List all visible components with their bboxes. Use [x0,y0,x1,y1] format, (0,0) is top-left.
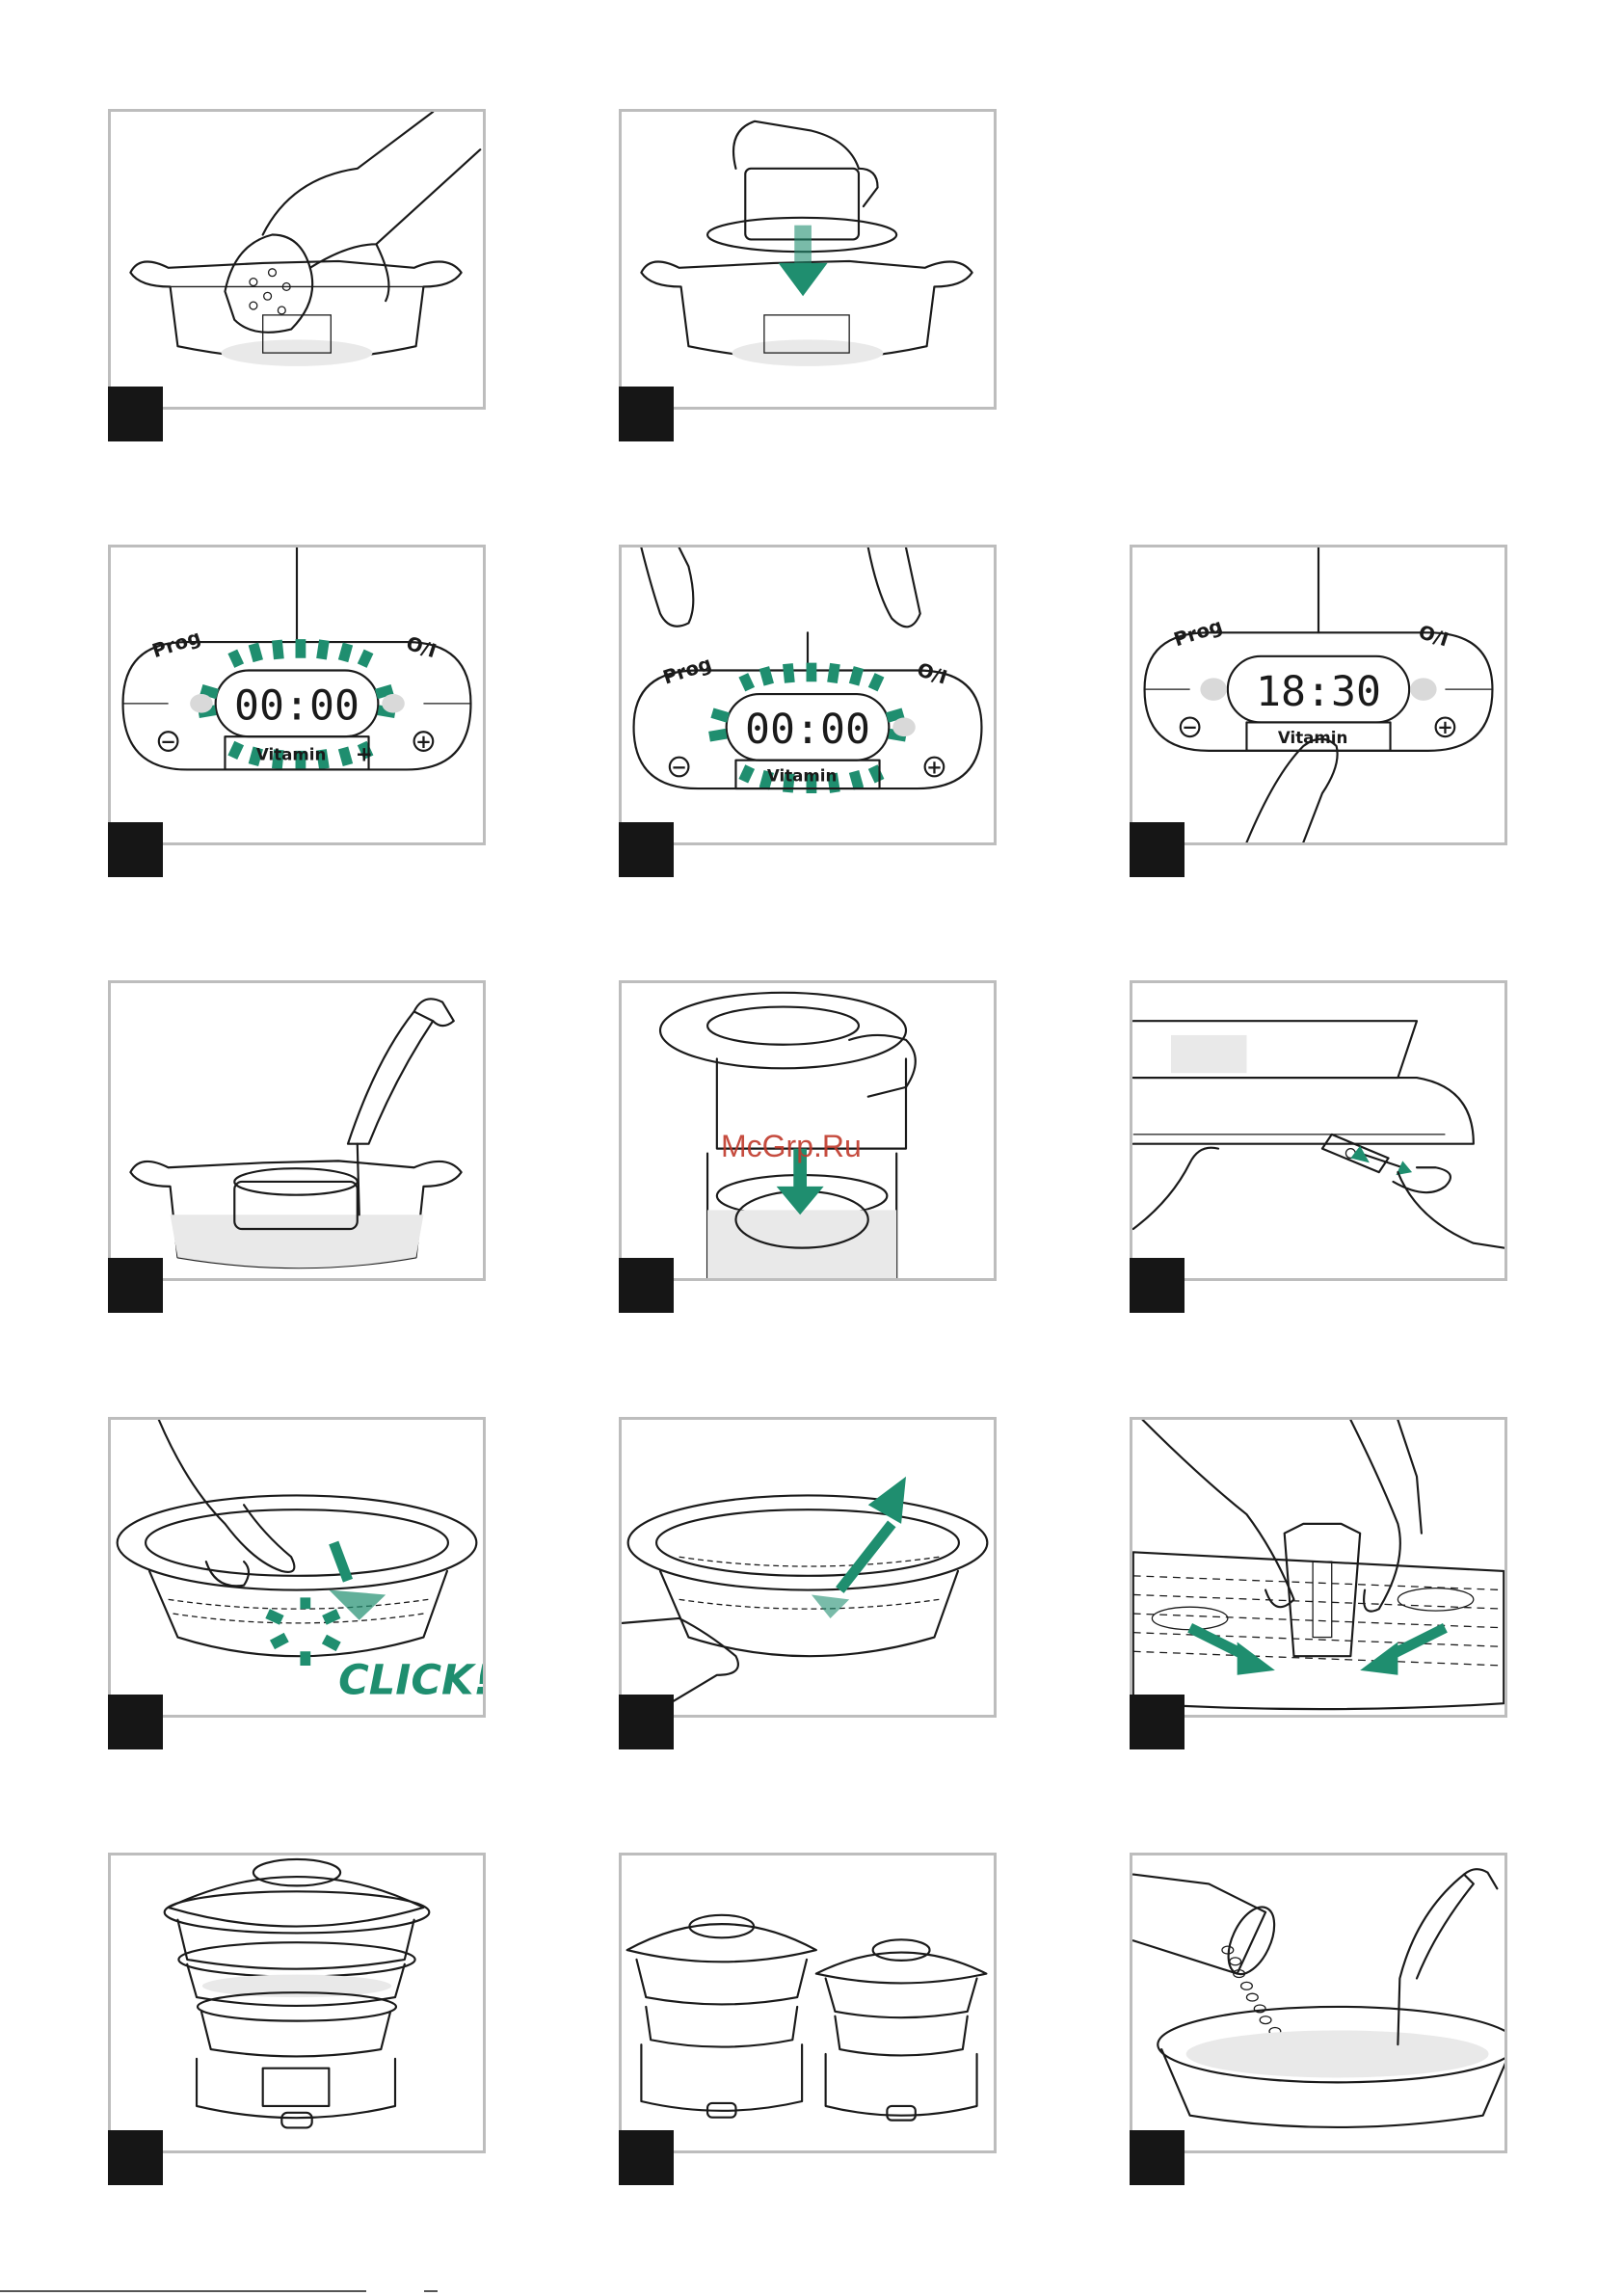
step-badge-13 [619,2130,674,2185]
plus-button-label: + [415,731,431,753]
panel-fill-water-reservoir [108,109,486,410]
illustration-removing-grid [622,1420,994,1715]
watermark-text: McGrp.Ru [721,1129,862,1164]
step-badge-14 [1130,2130,1185,2185]
illustration-control-panel-flashing: 00:00 Prog O/I − + Vitamin + [111,547,483,842]
step-badge-3 [108,822,163,877]
illustration-clicking-grid: CLICK! [111,1420,483,1715]
step-badge-1 [108,387,163,441]
step-badge-6 [108,1258,163,1313]
power-label: O/I [915,658,950,688]
prog-label: Prog [660,653,714,689]
step-badge-11 [1130,1695,1185,1749]
rice-grains [1222,1946,1291,2046]
illustration-pouring-water [111,983,483,1278]
footer-rule [0,2290,366,2292]
panel-plug-in [1130,980,1507,1281]
power-label: O/I [1416,621,1451,651]
illustration-pouring-rice [1132,1855,1504,2150]
click-label: CLICK! [338,1656,483,1704]
illustration-clipping-egg-holder [1132,1420,1504,1715]
step-badge-10 [619,1695,674,1749]
illustration-fingers-pressing-panel: 00:00 Prog O/I − + Vitamin [622,547,994,842]
illustration-finger-pressing-vitamin: 18:30 Prog O/I − + Vitamin [1132,547,1504,842]
panel-rice-bowl [1130,1853,1507,2153]
left-finger [641,547,693,627]
lcd-display: 00:00 [745,706,870,754]
illustration-hand-lowering-tube [622,112,994,407]
illustration-three-tier-steamer [111,1855,483,2150]
step-badge-7 [619,1258,674,1313]
vitamin-label: Vitamin [1278,729,1347,747]
power-label: O/I [404,632,439,662]
prog-label: Prog [149,626,203,662]
panel-steamer-two-units [619,1853,997,2153]
illustration-hand-placing-sponge [111,112,483,407]
prog-label: Prog [1171,615,1225,652]
plus-button-label: + [926,756,942,778]
lcd-display: 00:00 [234,682,359,731]
illustration-two-steamers [622,1855,994,2150]
step-badge-8 [1130,1258,1185,1313]
minus-button-label: − [160,731,175,753]
right-finger [868,547,920,627]
minus-button-label: − [1182,716,1197,738]
panel-remove-grid [619,1417,997,1718]
minus-button-label: − [671,756,686,778]
lcd-display: 18:30 [1256,668,1381,716]
illustration-plugging-connector [1132,983,1504,1278]
panel-press-prog-power: 00:00 Prog O/I − + Vitamin [619,545,997,845]
panel-press-vitamin: 18:30 Prog O/I − + Vitamin [1130,545,1507,845]
panel-steamer-three-tier [108,1853,486,2153]
step-badge-2 [619,387,674,441]
step-badge-5 [1130,822,1185,877]
plus-button-label: + [1437,716,1452,738]
panel-control-flashing: 00:00 Prog O/I − + Vitamin + [108,545,486,845]
vitamin-label: Vitamin [256,746,326,764]
vitamin-plus-icon: + [356,743,373,767]
panel-insert-steam-tube [619,109,997,410]
panel-clip-holder [1130,1417,1507,1718]
footer-mark [424,2290,438,2292]
vitamin-label: Vitamin [767,766,837,785]
step-badge-12 [108,2130,163,2185]
panel-click-grid: CLICK! [108,1417,486,1718]
panel-pour-water [108,980,486,1281]
finger [1246,739,1337,842]
step-badge-9 [108,1695,163,1749]
step-badge-4 [619,822,674,877]
